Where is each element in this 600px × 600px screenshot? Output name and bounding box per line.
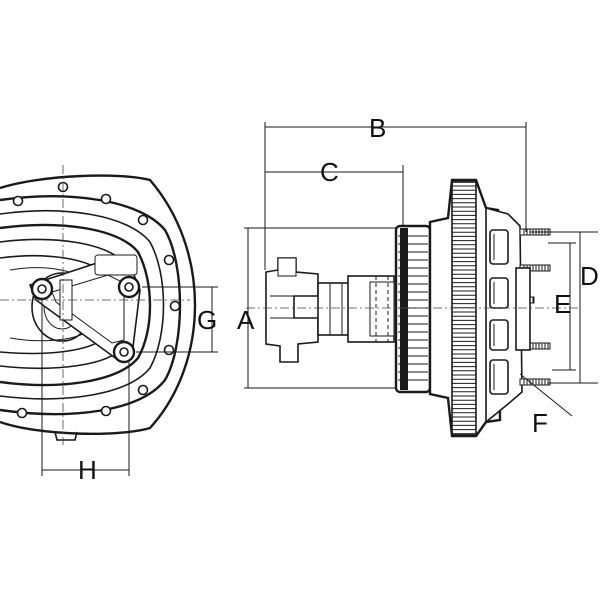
dimension-h: H (41, 300, 130, 485)
bolt-hole (137, 384, 149, 396)
front-plate-clip (489, 229, 509, 265)
bolt-hole (16, 407, 28, 419)
dimension-label-a: A (237, 305, 255, 335)
dimension-label-c: C (320, 157, 339, 187)
dimension-b: B (264, 113, 527, 270)
leader-f: F (519, 373, 573, 438)
front-view-flange (0, 174, 197, 435)
bolt-hole (100, 193, 112, 205)
bracket-bolt-top-center (124, 282, 134, 292)
dimension-g: G (136, 286, 218, 353)
front-plate-clip (489, 359, 509, 395)
side-view (246, 178, 580, 438)
front-plate-clip (489, 277, 509, 309)
bolt-hole (12, 195, 24, 207)
bolt-hole (100, 405, 112, 417)
dimension-e: E (548, 242, 576, 371)
front-view-ring-3 (0, 223, 152, 387)
side-view-cooling-fins (452, 185, 476, 431)
bolt-hole (163, 344, 175, 356)
dimension-label-e: E (554, 289, 571, 319)
front-view-flange-notch (54, 431, 78, 441)
bracket-bolt-bottom-center (119, 347, 129, 357)
front-view (0, 165, 197, 445)
dimension-label-b: B (369, 113, 386, 143)
pulley-groove-shadow (400, 228, 408, 390)
front-view-ring-2 (0, 209, 165, 400)
leader-label-f: F (532, 408, 548, 438)
front-view-bolt-holes (12, 181, 181, 419)
dimension-d: D (530, 231, 599, 384)
bolt-hole (169, 300, 181, 312)
dimension-label-d: D (580, 261, 599, 291)
dimension-c: C (265, 157, 404, 226)
front-view-bracket-boss (94, 254, 138, 276)
side-view-clips (489, 229, 509, 395)
side-view-shaft-sleeve (369, 281, 395, 337)
front-plate-clip (489, 319, 509, 351)
dimension-label-h: H (78, 455, 97, 485)
dimension-label-g: G (197, 305, 217, 335)
dimension-a: A (237, 227, 396, 389)
fan-stud (519, 378, 551, 386)
side-view-mount-ear (277, 257, 297, 277)
side-view-hub-face (515, 267, 531, 351)
bolt-hole (137, 214, 149, 226)
leader-f-line (519, 373, 573, 417)
bracket-bolt-left-center (37, 284, 47, 294)
bolt-hole (163, 254, 175, 266)
